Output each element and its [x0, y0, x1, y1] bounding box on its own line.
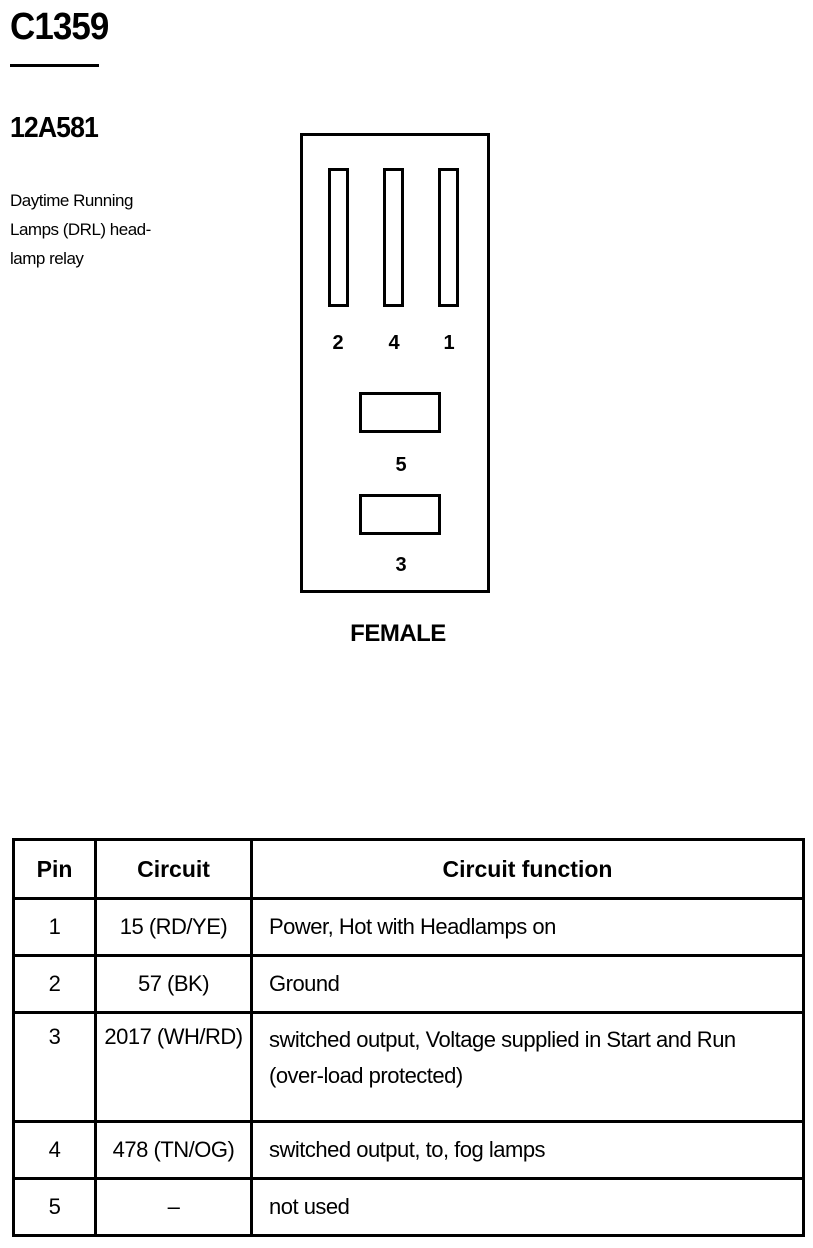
cell-circuit: 57 (BK)	[94, 954, 253, 1014]
connector-id-underline	[10, 64, 99, 67]
cell-circuit: –	[94, 1177, 253, 1237]
table-row: 2 57 (BK) Ground	[12, 954, 805, 1014]
terminal-slot-pin-4	[383, 168, 404, 307]
connector-id: C1359	[10, 6, 109, 48]
cell-function: not used	[250, 1177, 805, 1237]
header-pin: Pin	[12, 838, 97, 900]
connector-face-diagram: 2 4 1 5 3	[300, 133, 490, 593]
cell-pin: 2	[12, 954, 97, 1014]
pin-label-5: 5	[395, 454, 407, 476]
table-row: 1 15 (RD/YE) Power, Hot with Headlamps o…	[12, 897, 805, 957]
table-row: 4 478 (TN/OG) switched output, to, fog l…	[12, 1120, 805, 1180]
pinout-table: Pin Circuit Circuit function 1 15 (RD/YE…	[12, 838, 805, 1237]
pin-label-3: 3	[395, 554, 407, 576]
header-circuit-function: Circuit function	[250, 838, 805, 900]
cell-circuit: 478 (TN/OG)	[94, 1120, 253, 1180]
terminal-slot-pin-2	[328, 168, 349, 307]
cell-function: switched output, to, fog lamps	[250, 1120, 805, 1180]
header-circuit: Circuit	[94, 838, 253, 900]
table-row: 5 – not used	[12, 1177, 805, 1237]
pin-label-1: 1	[443, 332, 455, 354]
cell-pin: 5	[12, 1177, 97, 1237]
connector-gender-label: FEMALE	[350, 620, 446, 647]
cell-pin: 4	[12, 1120, 97, 1180]
cell-function: switched output, Voltage supplied in Sta…	[250, 1011, 805, 1123]
table-row: 3 2017 (WH/RD) switched output, Voltage …	[12, 1011, 805, 1123]
part-number: 12A581	[10, 112, 99, 144]
cell-function: Power, Hot with Headlamps on	[250, 897, 805, 957]
terminal-slot-pin-1	[438, 168, 459, 307]
pin-label-2: 2	[332, 332, 344, 354]
pin-label-4: 4	[388, 332, 400, 354]
cell-circuit: 15 (RD/YE)	[94, 897, 253, 957]
cell-pin: 3	[12, 1011, 97, 1123]
cell-pin: 1	[12, 897, 97, 957]
connector-description: Daytime Running Lamps (DRL) head-lamp re…	[10, 191, 151, 268]
terminal-slot-pin-3	[359, 494, 441, 535]
cell-circuit: 2017 (WH/RD)	[94, 1011, 253, 1123]
table-header-row: Pin Circuit Circuit function	[12, 838, 805, 900]
terminal-slot-pin-5	[359, 392, 441, 433]
cell-function: Ground	[250, 954, 805, 1014]
